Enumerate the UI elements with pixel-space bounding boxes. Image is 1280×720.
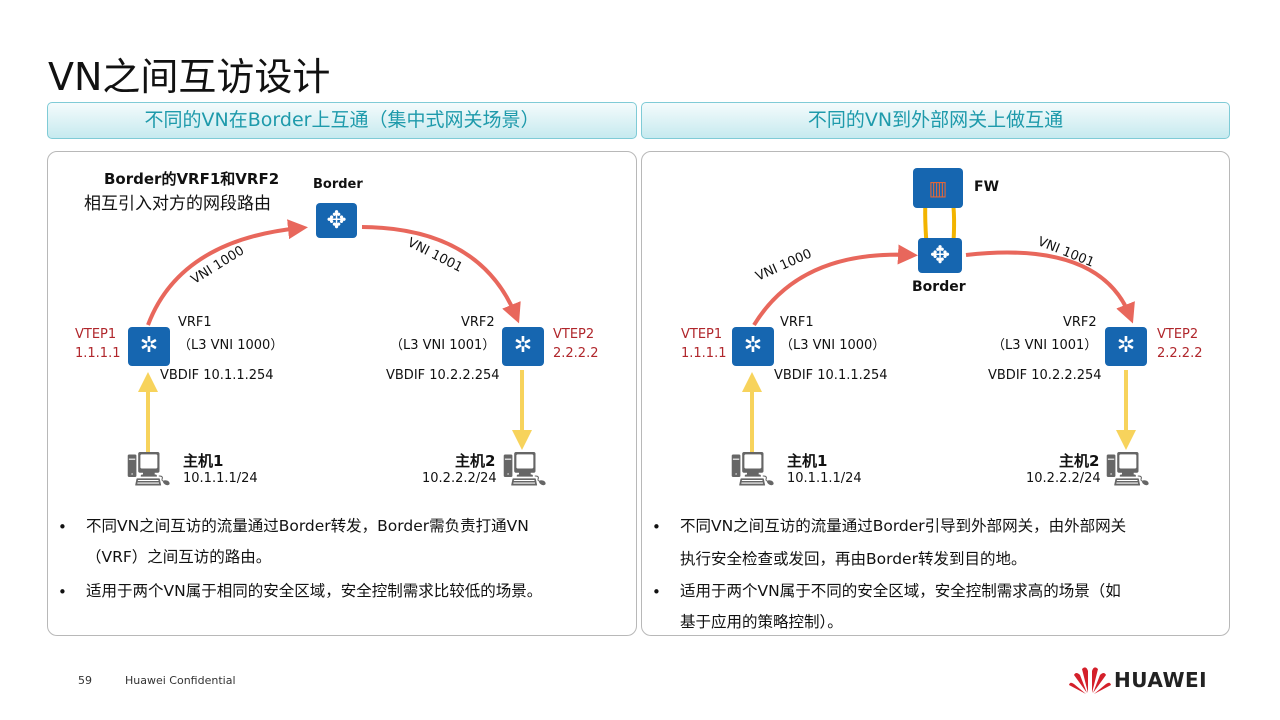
left-panel [47,151,637,636]
right-vbdif2: VBDIF 10.2.2.254 [988,368,1102,383]
right-border-router-icon: ✥ [918,238,962,273]
right-vtep1-ip: 1.1.1.1 [681,346,727,361]
page-number: 59 [78,674,92,687]
left-border-label: Border [313,177,363,192]
huawei-brand: HUAWEI [1114,668,1208,692]
bullet-icon: • [652,518,661,536]
left-note-line1: Border的VRF1和VRF2 [104,170,280,188]
left-vtep2-label: VTEP2 [553,327,595,342]
right-vrf1-l3: （L3 VNI 1000） [780,338,886,353]
confidential-label: Huawei Confidential [125,674,236,687]
left-host1-ip: 10.1.1.1/24 [183,471,258,486]
right-host1-computer-icon: 🖳 [730,450,776,490]
right-host1-ip: 10.1.1.1/24 [787,471,862,486]
left-host2-ip: 10.2.2.2/24 [422,471,497,486]
right-vrf1: VRF1 [780,315,814,330]
bullet-icon: • [652,583,661,601]
vtep2-switch-icon: ✲ [502,327,544,366]
right-vrf2: VRF2 [1063,315,1097,330]
left-vtep2-ip: 2.2.2.2 [553,346,599,361]
bullet-icon: • [58,518,67,536]
right-bullet-1: 不同VN之间互访的流量通过Border引导到外部网关，由外部网关 [680,517,1127,535]
host1-computer-icon: 🖳 [126,450,172,490]
page-title: VN之间互访设计 [48,55,331,99]
left-vrf1-l3: （L3 VNI 1000） [178,338,284,353]
left-vtep1-ip: 1.1.1.1 [75,346,121,361]
left-host1: 主机1 [183,452,224,470]
left-vtep1-label: VTEP1 [75,327,117,342]
right-vtep2-label: VTEP2 [1157,327,1199,342]
firewall-icon: ▥ [913,168,963,208]
right-bullet-2: 适用于两个VN属于不同的安全区域，安全控制需求高的场景（如 [680,582,1121,600]
left-bullet-1-cont: （VRF）之间互访的路由。 [86,548,272,566]
left-vrf1: VRF1 [178,315,212,330]
left-vbdif2: VBDIF 10.2.2.254 [386,368,500,383]
right-vtep1-label: VTEP1 [681,327,723,342]
bullet-icon: • [58,583,67,601]
left-note-line2: 相互引入对方的网段路由 [84,194,271,214]
right-host2-ip: 10.2.2.2/24 [1026,471,1101,486]
right-fw-label: FW [974,179,1000,195]
right-section-header: 不同的VN到外部网关上做互通 [641,102,1230,139]
vtep1-switch-icon: ✲ [128,327,170,366]
left-bullet-2: 适用于两个VN属于相同的安全区域，安全控制需求比较低的场景。 [86,582,543,600]
host2-computer-icon: 🖳 [502,450,548,490]
left-bullet-1: 不同VN之间互访的流量通过Border转发，Border需负责打通VN [86,517,529,535]
right-vtep2-ip: 2.2.2.2 [1157,346,1203,361]
border-router-icon: ✥ [316,203,357,238]
right-vtep1-switch-icon: ✲ [732,327,774,366]
right-panel [641,151,1230,636]
right-bullet-2-cont: 基于应用的策略控制）。 [680,613,843,631]
left-vrf2-l3: （L3 VNI 1001） [390,338,496,353]
right-host1: 主机1 [787,452,828,470]
huawei-logo-icon [1069,667,1111,694]
right-bullet-1-cont: 执行安全检查或发回，再由Border转发到目的地。 [680,550,1027,568]
right-vrf2-l3: （L3 VNI 1001） [992,338,1098,353]
left-vbdif1: VBDIF 10.1.1.254 [160,368,274,383]
left-section-header: 不同的VN在Border上互通（集中式网关场景） [47,102,637,139]
right-host2: 主机2 [1059,452,1100,470]
right-vtep2-switch-icon: ✲ [1105,327,1147,366]
right-host2-computer-icon: 🖳 [1105,450,1151,490]
left-host2: 主机2 [455,452,496,470]
right-border-label: Border [912,279,966,295]
right-vbdif1: VBDIF 10.1.1.254 [774,368,888,383]
left-vrf2: VRF2 [461,315,495,330]
